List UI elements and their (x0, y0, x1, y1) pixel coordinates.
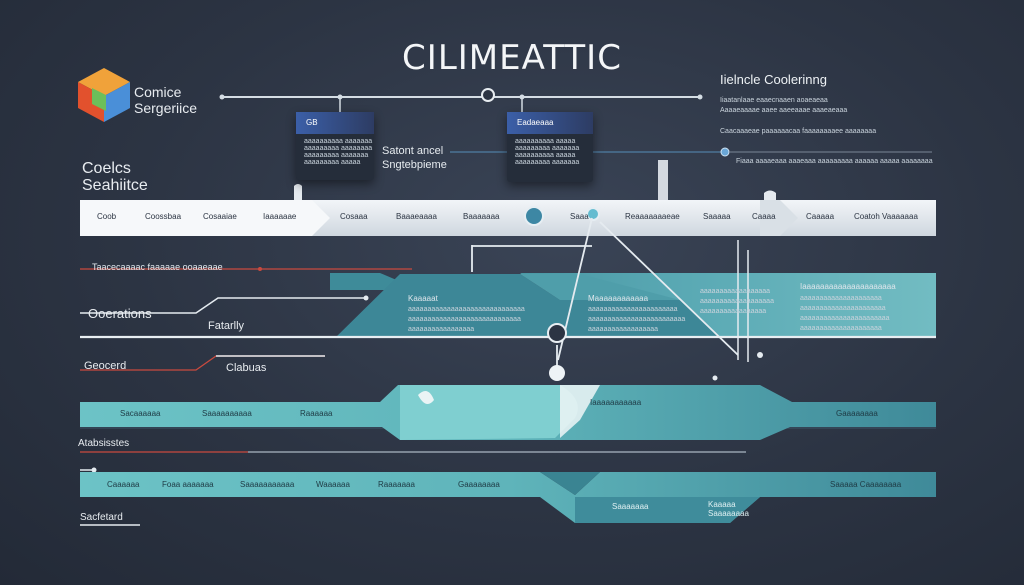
row3-sub-label: Saaaaaaa (612, 502, 649, 511)
row2-item: Saaaaaaaaaa (202, 409, 252, 418)
row3-right-label: Saaaaa Caaaaaaaa (830, 480, 902, 489)
page-title: CILIMEATTIC (402, 38, 622, 78)
band-item: Saaa (570, 212, 589, 221)
panel-block-c: aaaaaaaaaaaaaaaaaa aaaaaaaaaaaaaaaaaaa a… (700, 288, 774, 315)
info-card-left: GB aaaaaaaaaa aaaaaaa aaaaaaaaa aaaaaaaa… (296, 112, 374, 180)
geocard-label: Geocerd (84, 360, 127, 372)
flow-note: Fiaaa aaaaeaaa aaaeaaa aaaaaaaaa aaaaaa … (736, 158, 933, 165)
row2-center-label: Iaaaaaaaaaaa (590, 398, 642, 407)
band-item: Caaaa (752, 212, 776, 221)
row3-sub-label: Kaaaaa Saaaaaaaa (708, 500, 749, 518)
band-item: Baaaaaaa (463, 212, 500, 221)
band-node-left (524, 206, 544, 226)
band-node-right (586, 207, 600, 221)
row3-item: Raaaaaaa (378, 480, 415, 489)
row2-item: Sacaaaaaa (120, 409, 161, 418)
row3-item: Gaaaaaaaa (458, 480, 500, 489)
top-right-note: Iielncle Coolerinng Iiaatanlaae eaaecnaa… (720, 72, 877, 135)
fatally-label: Fatarlly (208, 320, 245, 332)
row3-item: Caaaaaa (107, 480, 140, 489)
logo-icon (76, 66, 132, 124)
panel-block-b: Maaaaaaaaaaaa aaaaaaaaaaaaaaaaaaaaaaa aa… (588, 294, 686, 333)
safety-label: Sacfetard (80, 512, 123, 523)
card-left-caption: Satont ancel Sngtebpieme (382, 145, 447, 171)
band-item: Cosaaa (340, 212, 368, 221)
band-item: Coatoh Vaaaaaaa (854, 212, 918, 221)
band-item: Caaaaa (806, 212, 835, 221)
info-card-middle: Eadaeaaa aaaaaaaaaa aaaaa aaaaaaaaa aaaa… (507, 112, 593, 182)
operations-label: Ooerations (88, 306, 152, 321)
row3-item: Foaa aaaaaaa (162, 480, 214, 489)
panel-block-a: Kaaaaat aaaaaaaaaaaaaaaaaaaaaaaaaaaaaa a… (408, 294, 525, 333)
band-item: Saaaaa (703, 212, 731, 221)
logo-label: Comice Sergeriice (134, 84, 198, 116)
row2-item: Raaaaaa (300, 409, 333, 418)
band-item: Cosaaiae (203, 212, 237, 221)
row3-item: Saaaaaaaaaaa (240, 480, 295, 489)
band-item: Coossbaa (145, 212, 182, 221)
band-item: Coob (97, 212, 117, 221)
clabus-label: Clabuas (226, 362, 267, 374)
row2-right-label: Gaaaaaaaa (836, 409, 878, 418)
panel-block-d: Iaaaaaaaaaaaaaaaaaaaaa aaaaaaaaaaaaaaaaa… (800, 282, 896, 332)
timeline-center-node (481, 88, 495, 102)
row3-item: Waaaaaa (316, 480, 350, 489)
band-item: Reaaaaaaaeae (625, 212, 680, 221)
lower-junction-node (549, 365, 565, 381)
transfer-label: Taacecaaaac faaaaae ooaaeaae (92, 262, 223, 272)
band-item: Baaaeaaaa (396, 212, 437, 221)
mid-junction-node (547, 323, 567, 343)
analysis-label: Atabsisstes (78, 438, 130, 449)
left-heading: Coelcs Seahiitce (82, 160, 148, 194)
band-item: Iaaaaaae (263, 212, 297, 221)
